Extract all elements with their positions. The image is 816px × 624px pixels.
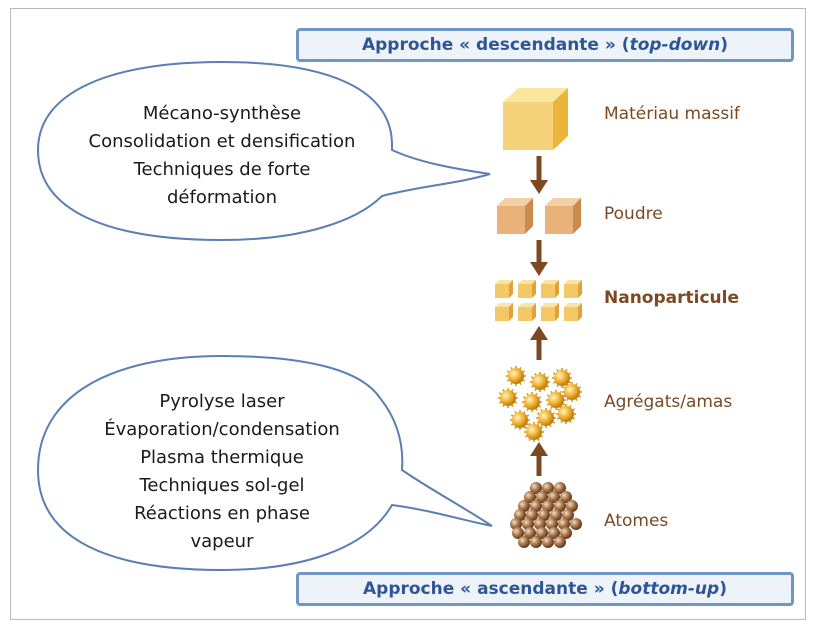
atom-sphere: [524, 491, 536, 503]
atom-sphere: [542, 536, 554, 548]
nano-cube: [564, 303, 582, 321]
atom-sphere: [530, 500, 542, 512]
aggregate-sphere: [556, 404, 576, 424]
method-item: Techniques sol-gel: [139, 475, 305, 496]
level-label-aggregates: Agrégats/amas: [604, 392, 733, 412]
aggregate-sphere: [536, 408, 556, 428]
atom-sphere: [558, 518, 570, 530]
aggregate-sphere: [552, 368, 572, 388]
method-item: Évaporation/condensation: [104, 419, 340, 440]
method-item: Techniques de forte: [133, 159, 311, 180]
level-label-powder: Poudre: [604, 204, 663, 224]
atom-sphere: [526, 509, 538, 521]
aggregate-sphere: [530, 372, 550, 392]
atom-sphere: [554, 536, 566, 548]
atom-sphere: [510, 518, 522, 530]
method-item: Réactions en phase: [134, 503, 310, 524]
level-label-nanoparticle: Nanoparticule: [604, 288, 739, 308]
bottom-banner-italic: bottom-up: [618, 579, 720, 599]
nano-cube: [518, 303, 536, 321]
bottom-banner-suffix: ): [719, 579, 727, 599]
method-item: Consolidation et densification: [88, 131, 356, 152]
figure-frame: [10, 8, 806, 620]
top-banner-italic: top-down: [629, 35, 721, 55]
bottom-up-approach-banner: Approche « ascendante » (bottom-up): [296, 572, 794, 606]
arrow-aggregate-to-nano: [530, 326, 548, 360]
top-banner-suffix: ): [720, 35, 729, 55]
atom-sphere: [542, 482, 554, 494]
nano-cube: [541, 303, 559, 321]
atom-sphere: [524, 527, 536, 539]
nano-cube: [495, 303, 513, 321]
atom-sphere: [554, 482, 566, 494]
level-label-bulk: Matériau massif: [604, 104, 740, 124]
method-item: Plasma thermique: [140, 447, 304, 468]
atom-sphere: [534, 518, 546, 530]
atom-sphere: [512, 527, 524, 539]
nano-cube: [541, 280, 559, 298]
bottom-up-methods-list: Pyrolyse laser Évaporation/condensation …: [48, 388, 396, 556]
atom-sphere: [538, 509, 550, 521]
aggregate-sphere: [498, 388, 518, 408]
aggregate-spheres-icon: [498, 366, 582, 442]
nanoparticle-cubes-icon: [495, 280, 582, 321]
bulk-cube-icon: [503, 88, 568, 150]
atom-sphere: [514, 509, 526, 521]
atom-sphere: [536, 527, 548, 539]
atom-sphere: [550, 509, 562, 521]
atom-sphere: [548, 527, 560, 539]
atom-sphere: [570, 518, 582, 530]
atom-sphere: [530, 482, 542, 494]
aggregate-sphere: [506, 366, 526, 386]
atom-sphere: [560, 527, 572, 539]
level-label-atoms: Atomes: [604, 511, 669, 531]
atom-sphere: [518, 536, 530, 548]
atom-sphere: [566, 500, 578, 512]
method-item: Mécano-synthèse: [142, 103, 302, 124]
arrow-atoms-to-aggregate: [530, 442, 548, 476]
atom-sphere: [518, 500, 530, 512]
aggregate-sphere: [522, 392, 542, 412]
bottom-banner-prefix: Approche « ascendante » (: [363, 579, 619, 599]
atom-sphere: [542, 500, 554, 512]
arrow-bulk-to-powder: [530, 156, 548, 194]
atom-sphere: [554, 500, 566, 512]
aggregate-sphere: [562, 382, 582, 402]
top-banner-prefix: Approche « descendante » (: [361, 35, 630, 55]
method-item: Pyrolyse laser: [159, 391, 285, 412]
powder-cubes-icon: [497, 198, 581, 234]
atom-sphere: [536, 491, 548, 503]
method-item: vapeur: [190, 531, 254, 552]
arrow-powder-to-nano: [530, 240, 548, 276]
speech-bubble-top: [36, 60, 491, 242]
top-down-methods-list: Mécano-synthèse Consolidation et densifi…: [48, 100, 396, 212]
atom-sphere: [522, 518, 534, 530]
nano-cube: [564, 280, 582, 298]
atom-sphere: [560, 491, 572, 503]
method-item: déformation: [167, 187, 277, 208]
aggregate-sphere: [546, 390, 566, 410]
nano-cube: [495, 280, 513, 298]
nano-cube: [518, 280, 536, 298]
atom-spheres-icon: [510, 482, 582, 548]
speech-bubble-bottom: [36, 354, 493, 572]
atom-sphere: [548, 491, 560, 503]
atom-sphere: [562, 509, 574, 521]
aggregate-sphere: [510, 410, 530, 430]
atom-sphere: [530, 536, 542, 548]
aggregate-sphere: [524, 422, 544, 442]
atom-sphere: [546, 518, 558, 530]
top-down-approach-banner: Approche « descendante » (top-down): [296, 28, 794, 62]
